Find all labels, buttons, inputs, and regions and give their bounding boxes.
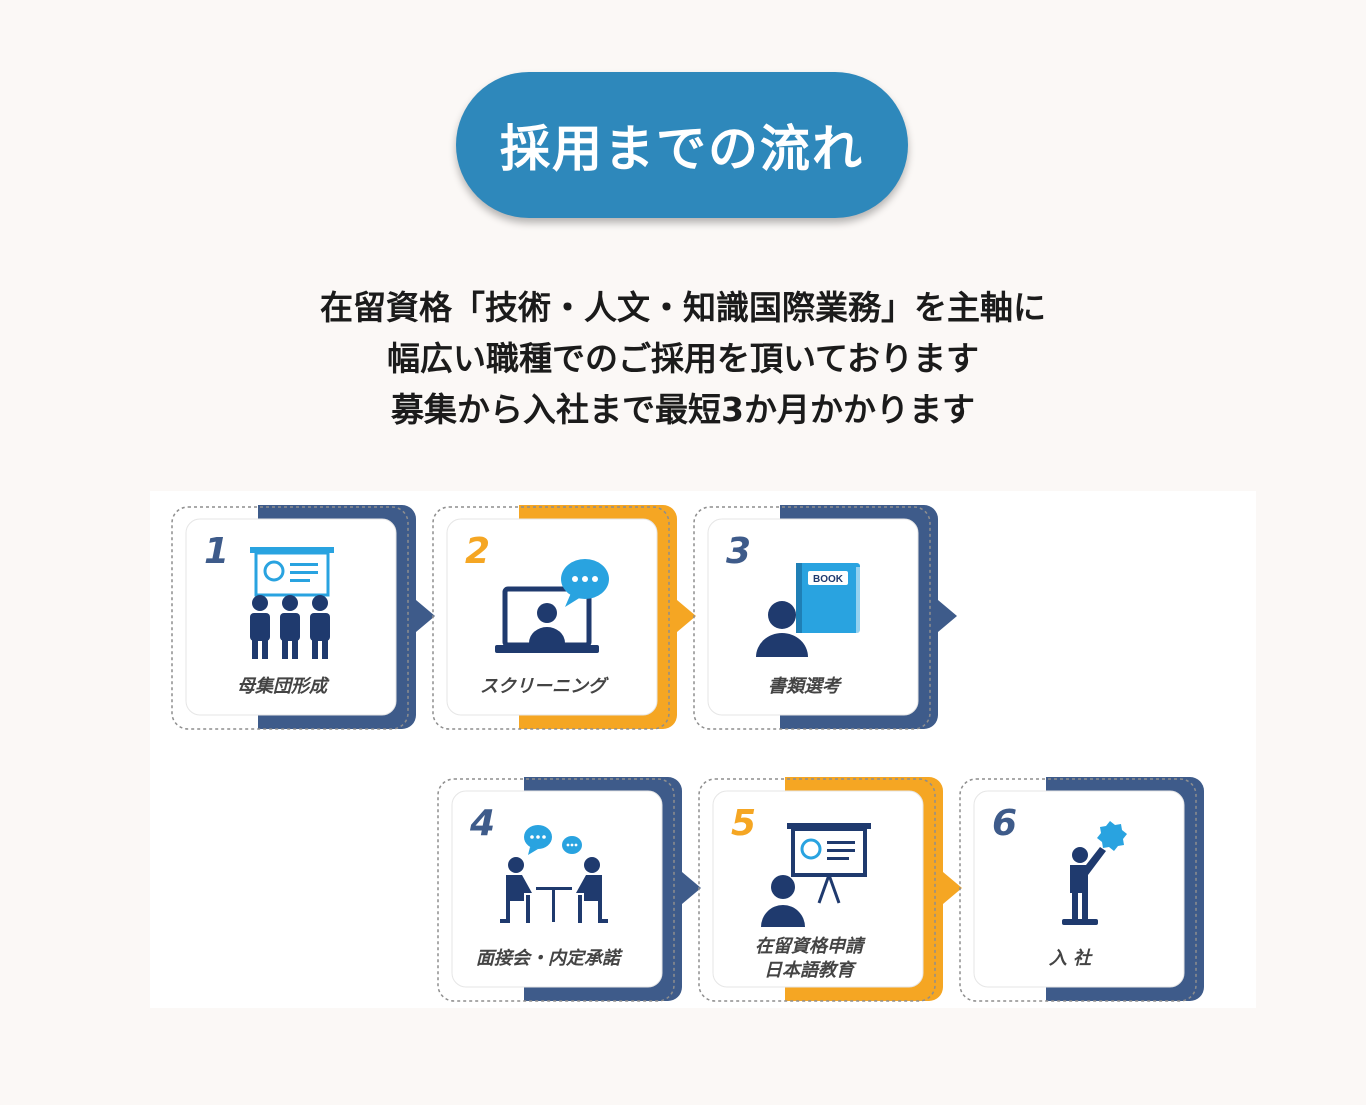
join-company-icon <box>1062 821 1127 925</box>
flow-panel: 1 母集団形成 2 <box>150 491 1256 1008</box>
training-icon <box>761 823 871 927</box>
step-3-card: 3 BOOK 書類選考 <box>692 505 957 733</box>
group-presentation-icon <box>250 547 334 659</box>
document-review-icon: BOOK <box>756 563 860 657</box>
step-4-label: 面接会・内定承諾 <box>476 948 620 969</box>
description-line-3: 募集から入社まで最短3か月かかります <box>391 390 975 429</box>
step-1-label: 母集団形成 <box>237 676 327 697</box>
page-title: 採用までの流れ <box>500 120 864 178</box>
step-2-card: 2 スクリーニング <box>431 505 696 733</box>
step-5-label-line-2: 日本語教育 <box>764 960 854 981</box>
video-call-icon <box>495 559 609 653</box>
step-6-label: 入 社 <box>1048 948 1092 969</box>
step-6-number: 6 <box>992 803 1018 844</box>
step-3-label: 書類選考 <box>768 676 840 697</box>
book-label: BOOK <box>813 574 844 585</box>
title-pill: 採用までの流れ <box>456 72 908 218</box>
step-4-number: 4 <box>470 803 496 844</box>
description: 在留資格「技術・人文・知識国際業務」を主軸に 幅広い職種でのご採用を頂いておりま… <box>183 282 1183 435</box>
description-line-1: 在留資格「技術・人文・知識国際業務」を主軸に <box>320 288 1046 327</box>
step-5-card: 5 在留資格申請 日本語教育 <box>697 777 962 1005</box>
step-5-label: 在留資格申請 日本語教育 <box>711 935 907 983</box>
step-5-frame <box>698 777 962 1002</box>
interview-icon <box>500 825 608 923</box>
step-1-card: 1 母集団形成 <box>170 505 435 733</box>
step-5-label-line-1: 在留資格申請 <box>755 936 863 957</box>
step-5-number: 5 <box>731 803 757 844</box>
step-2-number: 2 <box>465 531 491 572</box>
step-3-number: 3 <box>726 531 752 572</box>
step-2-label: スクリーニング <box>480 676 606 697</box>
step-6-card: 6 入 社 <box>958 777 1204 1005</box>
step-1-number: 1 <box>204 531 230 572</box>
description-line-2: 幅広い職種でのご採用を頂いております <box>386 339 980 378</box>
step-4-card: 4 面接会・内定承諾 <box>436 777 701 1005</box>
